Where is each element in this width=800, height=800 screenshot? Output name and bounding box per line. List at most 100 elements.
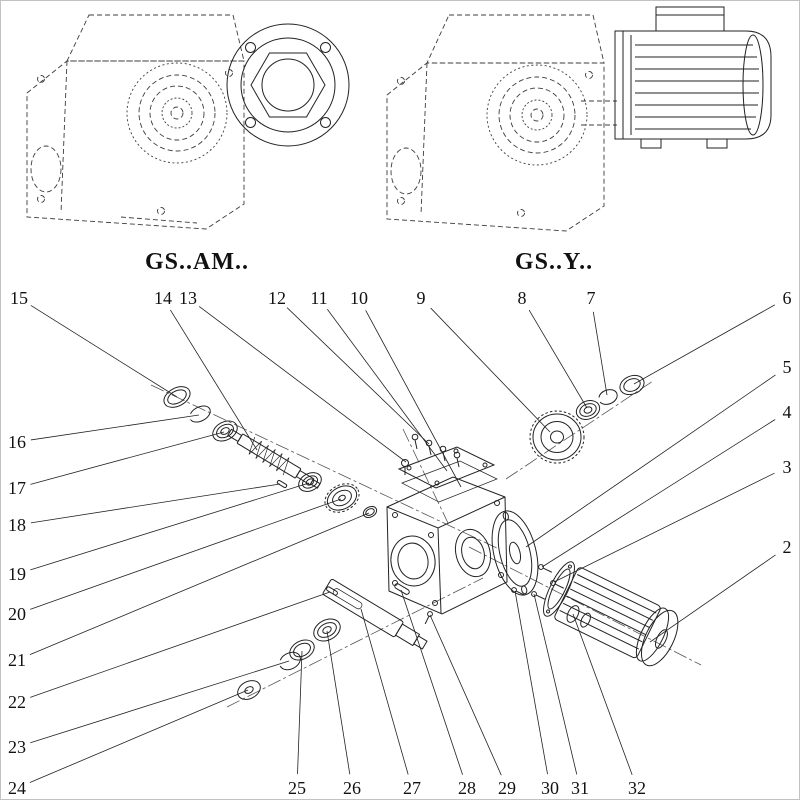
assembly-label-gs-y: GS..Y.. — [515, 249, 593, 275]
callout-number-14: 14 — [154, 288, 172, 308]
callout-number-28: 28 — [458, 778, 476, 798]
part-bearing-26 — [313, 618, 341, 642]
part-key-28 — [394, 583, 410, 595]
leader-line-14 — [170, 309, 258, 451]
leader-line-12 — [286, 307, 430, 445]
part-washer-24 — [237, 680, 261, 700]
exploded-view — [150, 374, 702, 708]
callout-number-11: 11 — [310, 288, 327, 308]
leader-line-27 — [360, 608, 409, 775]
part-spacer-ring-21 — [362, 505, 378, 519]
leader-line-28 — [400, 589, 463, 775]
leader-line-21 — [29, 512, 370, 655]
part-oil-seal-25 — [289, 639, 315, 661]
leader-line-10 — [365, 310, 462, 488]
part-coupling-32 — [566, 605, 591, 628]
callout-number-2: 2 — [783, 537, 792, 557]
callout-number-13: 13 — [179, 288, 197, 308]
part-bearing-8 — [575, 400, 601, 420]
leader-line-8 — [528, 309, 588, 409]
callout-number-18: 18 — [8, 515, 26, 535]
leader-line-9 — [430, 307, 551, 433]
callout-number-9: 9 — [417, 288, 426, 308]
leader-line-7 — [592, 311, 608, 396]
part-bolt-31 — [531, 591, 546, 600]
part-snap-ring-16 — [189, 405, 211, 423]
leader-line-17 — [30, 431, 225, 485]
leader-line-23 — [30, 660, 290, 744]
callout-number-21: 21 — [8, 650, 26, 670]
callout-number-24: 24 — [8, 778, 26, 798]
part-bearing-17 — [212, 420, 238, 442]
leader-line-29 — [429, 614, 502, 776]
part-bolt-29 — [424, 611, 433, 625]
callout-number-20: 20 — [8, 604, 26, 624]
callout-number-29: 29 — [498, 778, 516, 798]
part-bolt-30 — [511, 587, 526, 596]
part-bolt-4 — [538, 564, 553, 573]
callout-number-5: 5 — [783, 357, 792, 377]
callout-number-17: 17 — [8, 478, 26, 498]
part-bearing-19 — [298, 472, 322, 492]
leader-line-11 — [327, 309, 448, 472]
leader-line-15 — [30, 305, 178, 398]
leader-line-30 — [514, 590, 548, 775]
electric-motor — [614, 6, 772, 149]
leader-line-19 — [30, 482, 310, 571]
callout-number-12: 12 — [268, 288, 286, 308]
callout-number-26: 26 — [343, 778, 361, 798]
part-output-flange-5 — [491, 510, 539, 596]
callout-number-6: 6 — [783, 288, 792, 308]
part-pin-18 — [276, 479, 288, 489]
part-dowel-pin-22 — [326, 586, 338, 596]
mounting-flange — [226, 23, 350, 147]
gearbox-housing-dashed-2 — [386, 14, 617, 232]
leader-line-22 — [30, 591, 331, 698]
part-snap-ring-7 — [598, 389, 618, 405]
callout-number-25: 25 — [288, 778, 306, 798]
leader-line-31 — [533, 593, 578, 775]
part-flange-bolts — [511, 564, 565, 600]
callout-number-32: 32 — [628, 778, 646, 798]
part-helical-gear-9 — [529, 410, 585, 464]
leader-line-16 — [30, 414, 200, 441]
callout-number-10: 10 — [350, 288, 368, 308]
callout-number-22: 22 — [8, 692, 26, 712]
leader-line-6 — [633, 304, 775, 385]
callout-number-15: 15 — [10, 288, 28, 308]
leader-line-5 — [525, 374, 776, 548]
part-cover-bolts-12 — [411, 433, 461, 468]
leader-line-13 — [198, 306, 407, 463]
part-oil-seal-15 — [163, 386, 191, 408]
leader-line-25 — [297, 650, 303, 775]
leader-line-32 — [572, 613, 633, 775]
leader-line-3 — [553, 472, 775, 583]
callout-number-8: 8 — [518, 288, 527, 308]
part-output-shaft-27 — [322, 578, 428, 650]
part-gasket-10 — [401, 460, 498, 503]
assembly-label-gs-am: GS..AM.. — [145, 249, 249, 275]
part-oil-seal-6 — [619, 374, 645, 396]
part-motor-2 — [543, 561, 679, 667]
callout-number-16: 16 — [8, 432, 26, 452]
callout-number-30: 30 — [541, 778, 559, 798]
leader-line-26 — [326, 630, 351, 775]
callout-number-27: 27 — [403, 778, 421, 798]
assembly-gs-y: GS..Y.. — [386, 6, 772, 275]
callout-number-19: 19 — [8, 564, 26, 584]
assembly-gs-am: GS..AM.. — [26, 14, 350, 275]
part-gear-housing — [386, 476, 508, 615]
leader-line-24 — [29, 689, 249, 783]
leader-line-18 — [30, 483, 281, 524]
part-worm-gear-20 — [324, 483, 360, 513]
gearbox-housing-dashed — [26, 14, 245, 230]
callout-number-7: 7 — [587, 288, 596, 308]
callout-number-23: 23 — [8, 737, 26, 757]
part-snap-ring-23 — [279, 651, 301, 671]
part-inspection-cover-11 — [397, 446, 496, 489]
leader-line-20 — [30, 498, 342, 610]
callout-number-31: 31 — [571, 778, 589, 798]
